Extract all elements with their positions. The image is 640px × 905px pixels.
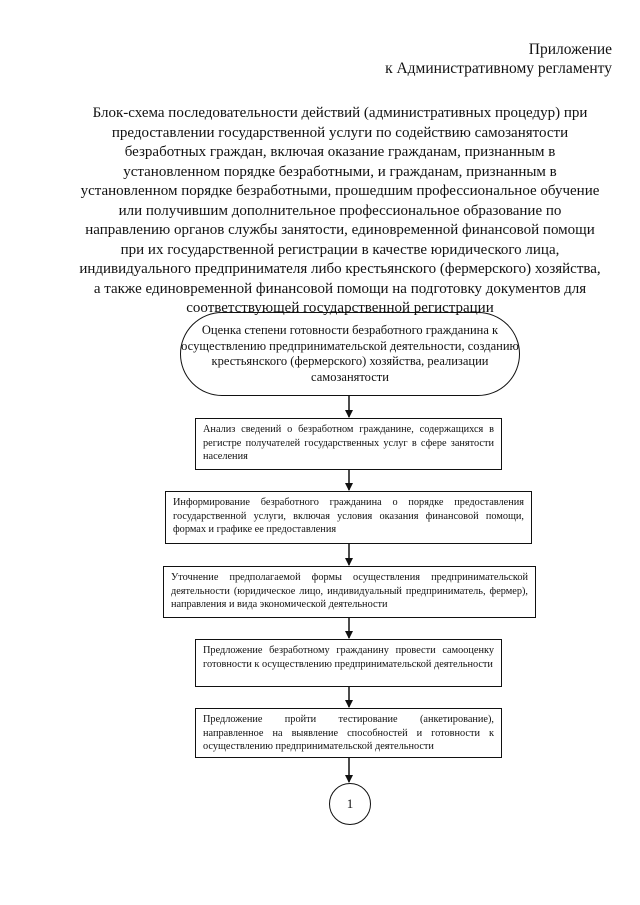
- flowchart-step-5: Предложение пройти тестирование (анкетир…: [195, 708, 502, 758]
- flowchart-step-2: Информирование безработного гражданина о…: [165, 491, 532, 544]
- title-line: установленном порядке безработными, и гр…: [123, 163, 557, 180]
- title-line: или получившим дополнительное профессион…: [118, 202, 562, 219]
- title-line: при их государственной регистрации в кач…: [120, 241, 560, 258]
- flowchart-step-4: Предложение безработному гражданину пров…: [195, 639, 502, 687]
- title-line: Блок-схема последовательности действий (…: [92, 105, 588, 121]
- flowchart-start-node: Оценка степени готовности безработного г…: [180, 312, 520, 396]
- title-line: безработных граждан, включая оказание гр…: [124, 144, 556, 160]
- title-line: индивидуального предпринимателя либо кре…: [79, 261, 601, 277]
- flowchart-title: Блок-схема последовательности действий (…: [60, 104, 620, 319]
- page-connector-node: 1: [329, 783, 371, 825]
- appendix-line-1: Приложение: [528, 41, 612, 58]
- flowchart-step-1: Анализ сведений о безработном гражданине…: [195, 418, 502, 470]
- flowchart-step-3: Уточнение предполагаемой формы осуществл…: [163, 566, 536, 618]
- title-line: а также единовременной финансовой помощи…: [93, 280, 587, 297]
- title-line: установленном порядке безработными, прош…: [80, 183, 600, 199]
- title-line: предоставлении государственной услуги по…: [111, 124, 569, 141]
- appendix-line-2: к Административному регламенту: [385, 60, 612, 77]
- appendix-heading: Приложение к Административному регламент…: [385, 40, 612, 78]
- title-line: направлению органов службы занятости, ед…: [85, 222, 595, 238]
